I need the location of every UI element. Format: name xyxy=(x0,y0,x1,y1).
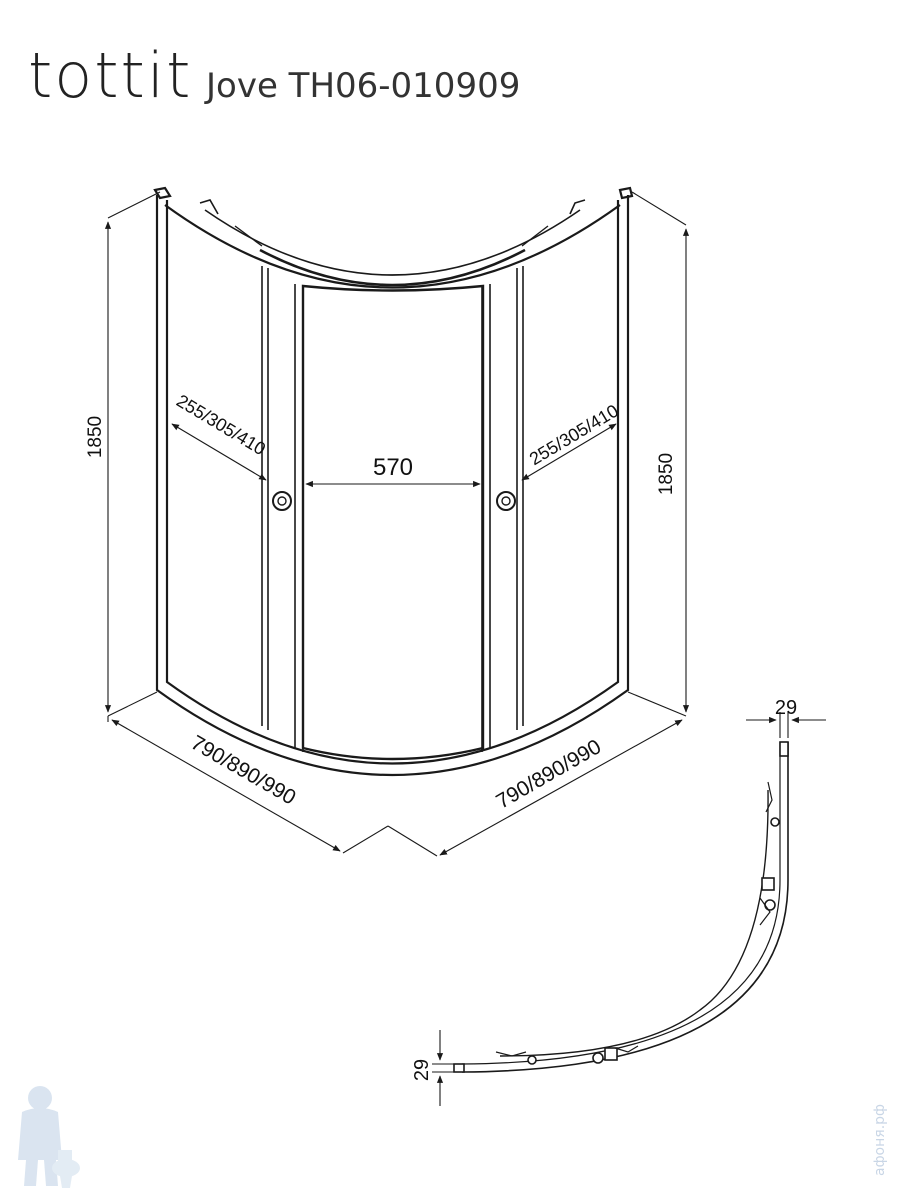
side-right-label: 790/890/990 xyxy=(492,735,605,813)
fixed-panel-left-label: 255/305/410 xyxy=(173,391,269,460)
side-right-dimension-line xyxy=(439,719,683,856)
enclosure-outline xyxy=(153,186,634,777)
door-width-label: 570 xyxy=(373,454,413,481)
profile-top-label: 29 xyxy=(775,697,797,719)
side-left-label: 790/890/990 xyxy=(187,731,300,809)
sliding-door xyxy=(301,284,485,761)
model-title: Jove TH06-010909 xyxy=(204,66,520,106)
door-handle-right xyxy=(496,491,516,511)
fixed-panel-right-label: 255/305/410 xyxy=(526,401,622,470)
profile-plan-view xyxy=(453,741,789,1073)
profile-left-label: 29 xyxy=(411,1059,433,1081)
height-left-label: 1850 xyxy=(85,416,106,458)
door-handle-left xyxy=(272,491,292,511)
fixed-panel-right-dimension-line xyxy=(521,423,617,481)
watermark-site: афоня.рф xyxy=(872,1104,888,1176)
fixed-panel-left-dimension-line xyxy=(171,423,267,481)
height-right-label: 1850 xyxy=(656,453,677,495)
plumber-mascot-icon xyxy=(18,1086,80,1188)
side-left-dimension-line xyxy=(111,719,341,852)
brand-logo: tottit xyxy=(28,39,192,112)
